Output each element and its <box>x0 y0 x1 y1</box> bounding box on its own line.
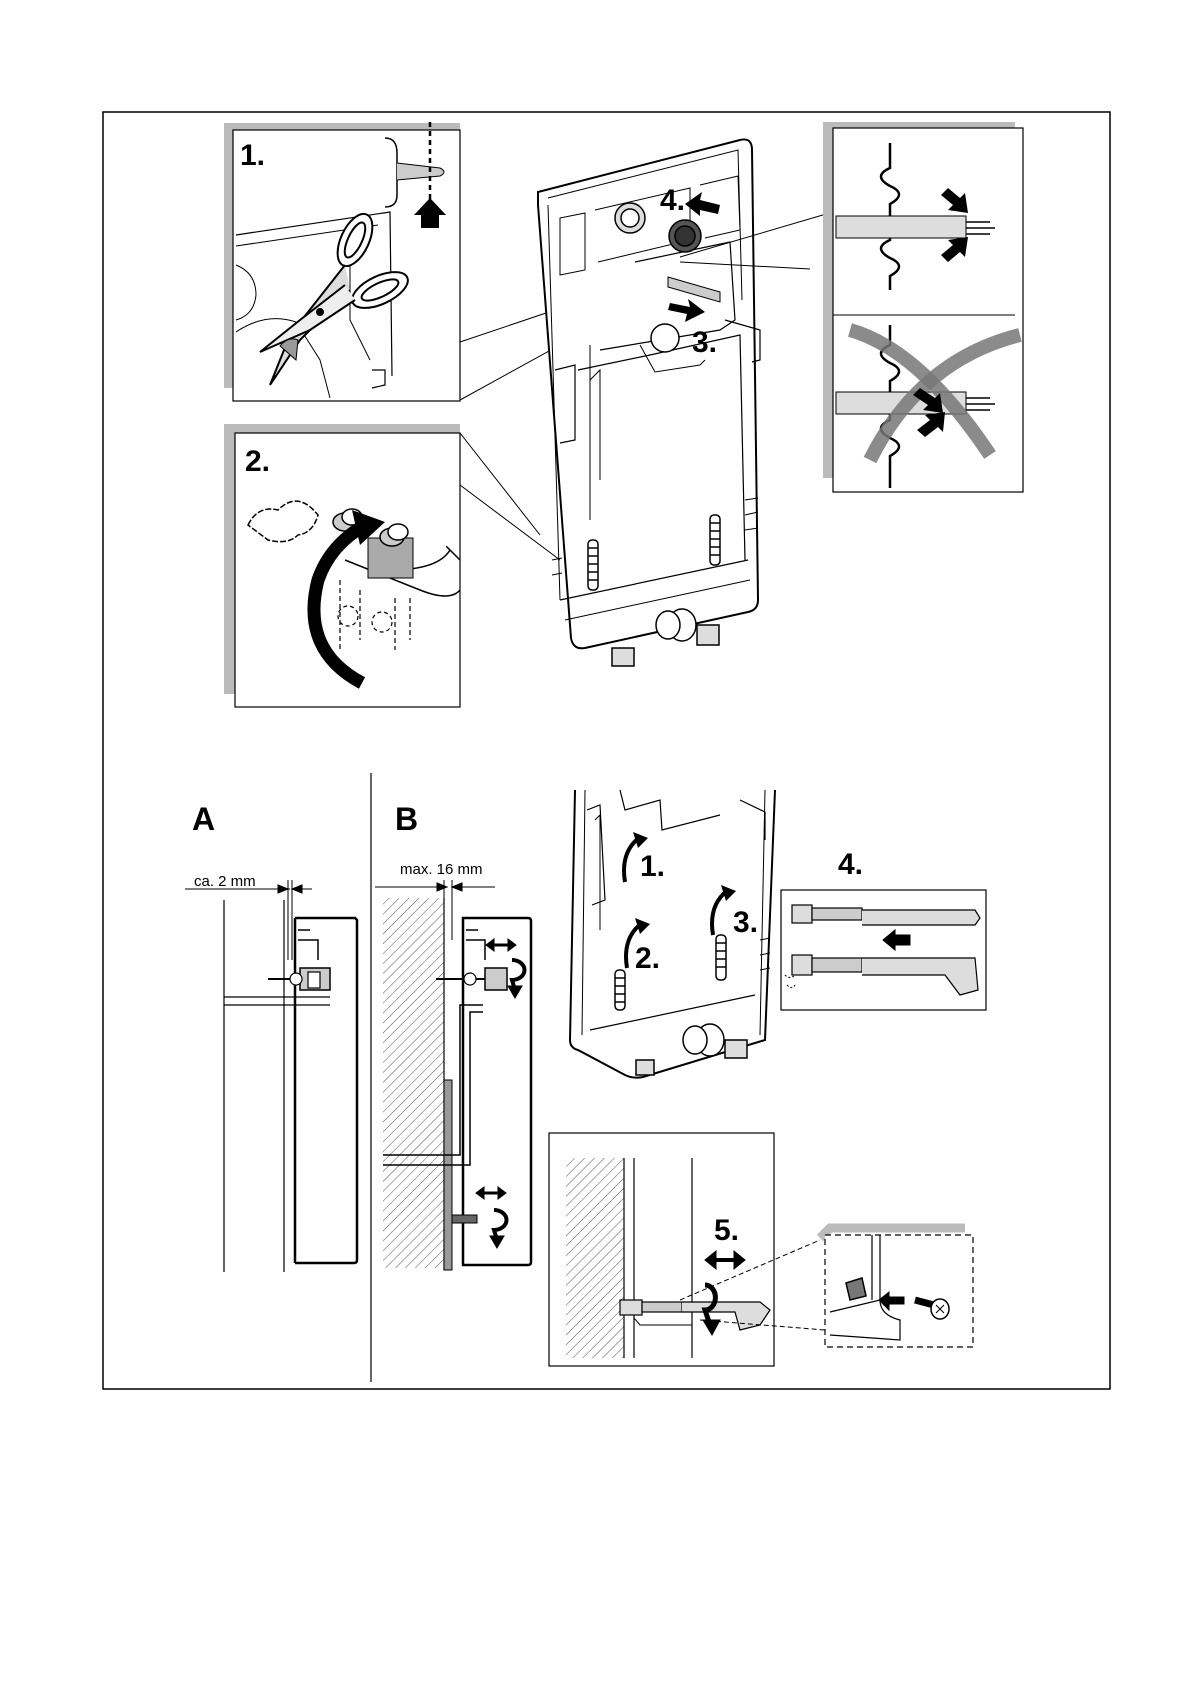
panel-a-letter: A <box>192 801 215 837</box>
inset-cable-detail <box>823 122 1023 492</box>
lower-callout-3: 3. <box>733 906 758 939</box>
callout-4: 4. <box>660 184 685 217</box>
device-back-plate <box>538 139 760 648</box>
inset-4-screw-detail <box>781 890 986 1010</box>
panel-a-section <box>185 880 357 1272</box>
lower-callout-2: 2. <box>635 942 660 975</box>
panel-b-section <box>375 880 531 1270</box>
lower-callout-4: 4. <box>838 848 863 881</box>
panel-b-dimension: max. 16 mm <box>400 861 483 878</box>
inset-5-wall-detail <box>549 1133 774 1366</box>
lower-callout-5: 5. <box>714 1214 739 1247</box>
screw-icon <box>846 1278 866 1300</box>
callout-1: 1. <box>240 139 265 172</box>
panel-a-dimension: ca. 2 mm <box>194 873 256 890</box>
callout-3: 3. <box>692 326 717 359</box>
inset-screw-dashed <box>820 1228 973 1347</box>
callout-2: 2. <box>245 445 270 478</box>
panel-b-letter: B <box>395 801 418 837</box>
lower-callout-1: 1. <box>640 850 665 883</box>
